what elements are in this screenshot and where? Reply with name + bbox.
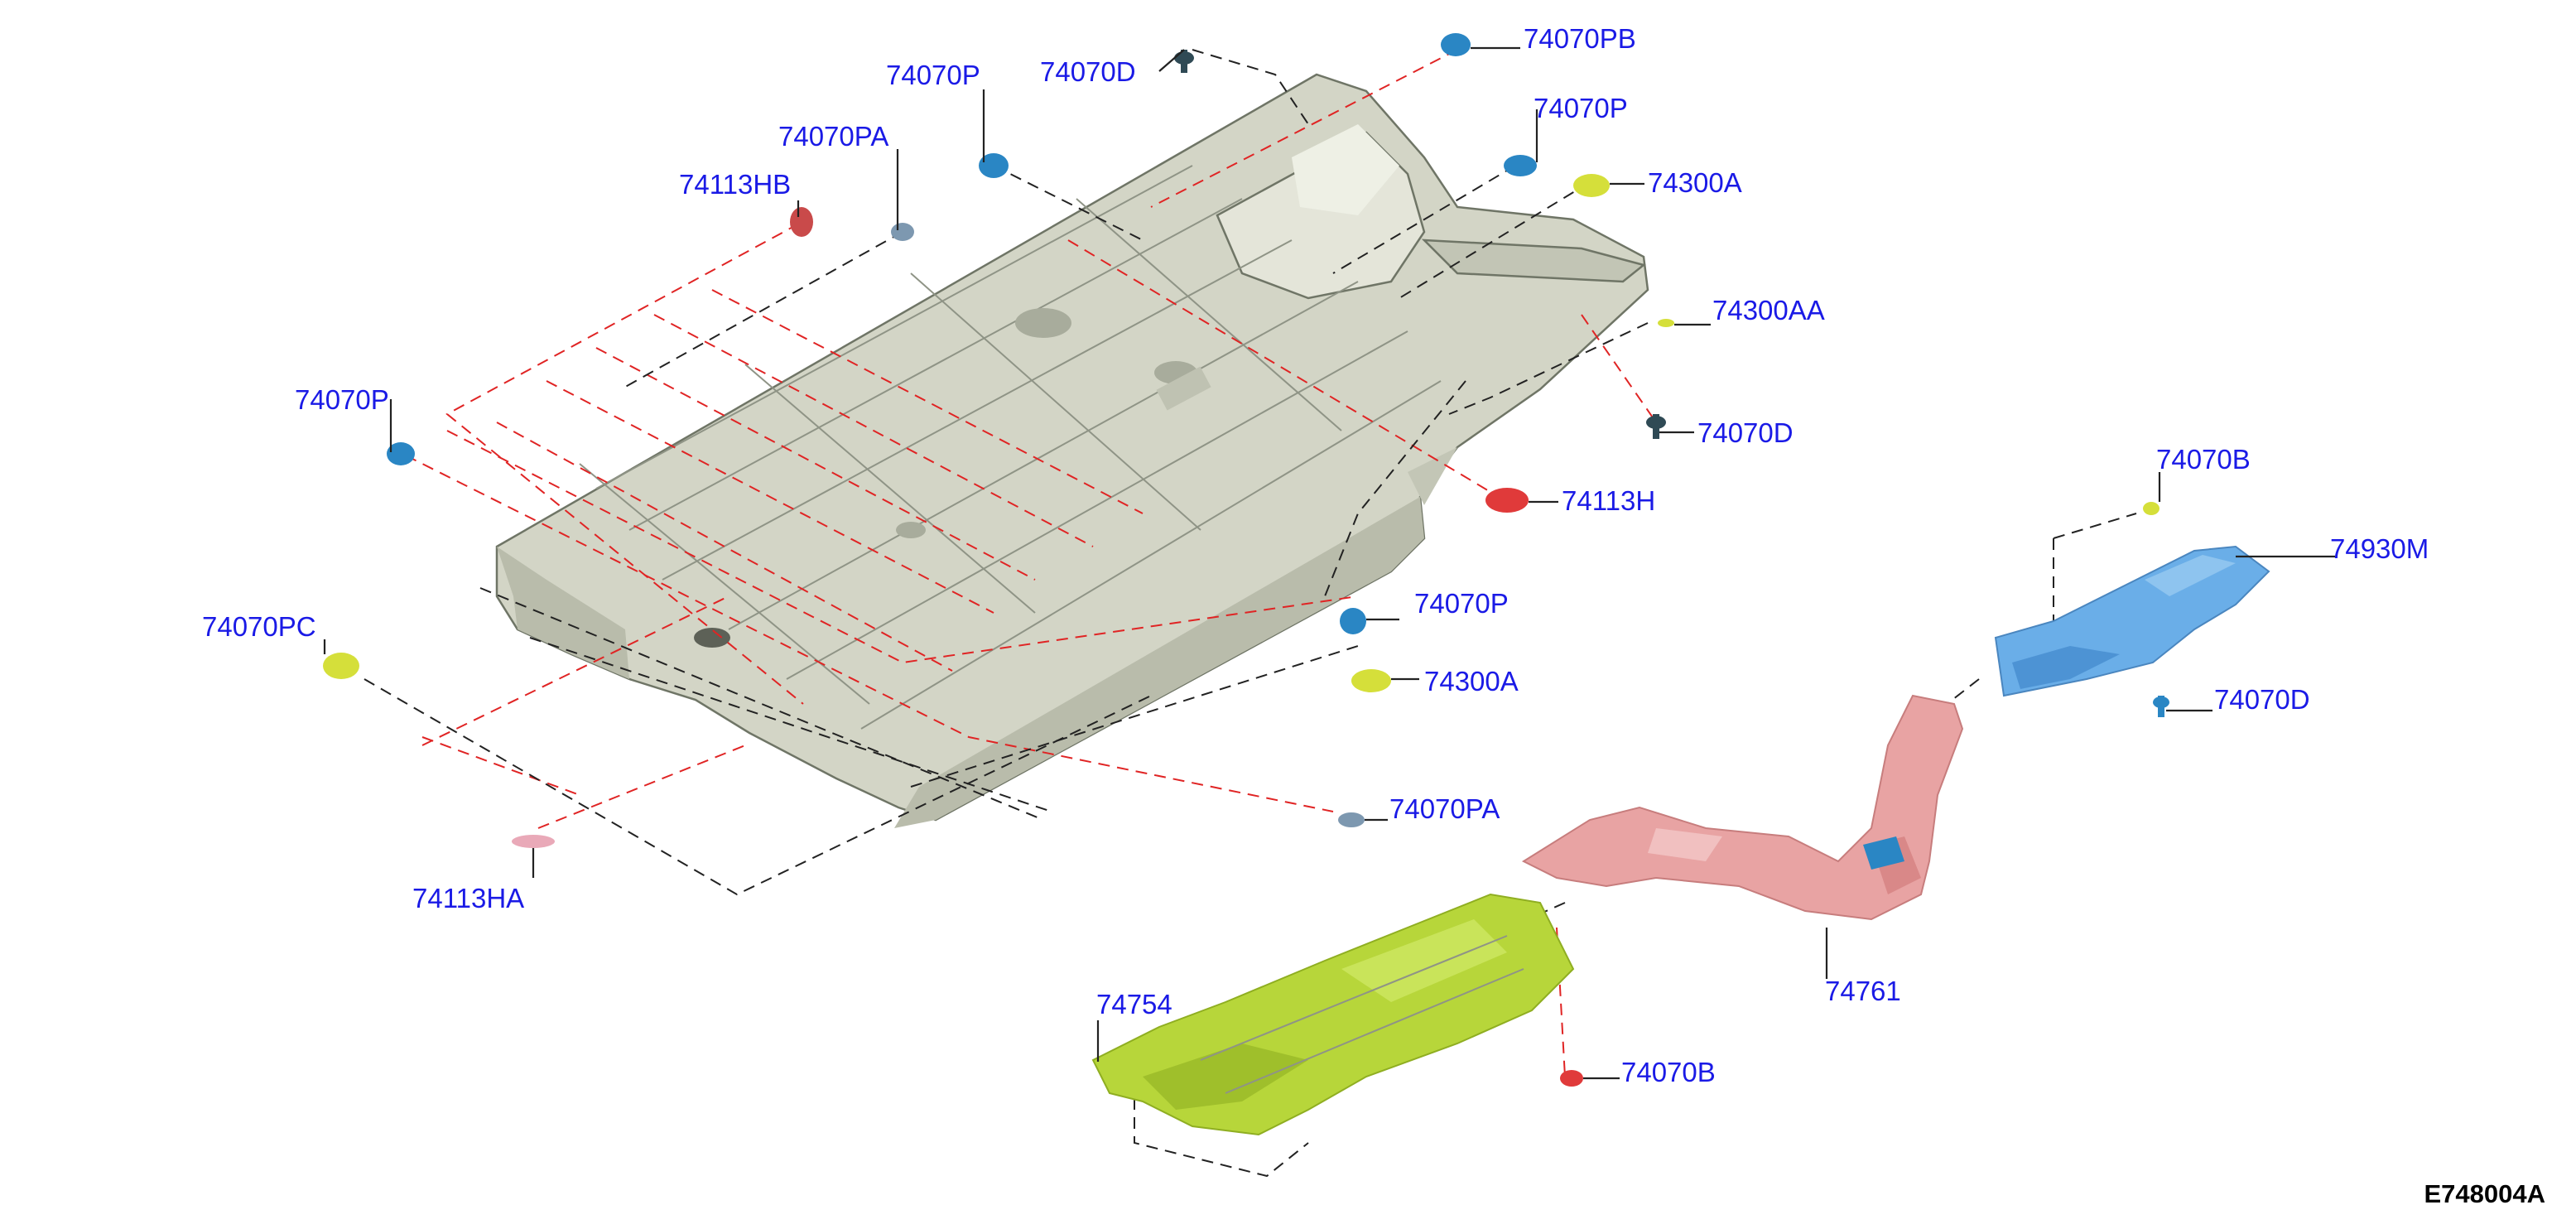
heat-shield-74761[interactable] (1521, 694, 1964, 921)
plug-74070PA-2[interactable] (1338, 812, 1365, 827)
diagram-reference-code: E748004A (2424, 1179, 2545, 1208)
fasteners (323, 33, 2169, 1087)
callout-74070PA-2[interactable]: 74070PA (1389, 793, 1500, 824)
callout-74070B-2[interactable]: 74070B (1621, 1057, 1716, 1087)
callout-74070D-mid[interactable]: 74070D (1697, 417, 1794, 448)
plug-74070P-1[interactable] (979, 153, 1009, 178)
callout-74070D-top[interactable]: 74070D (1040, 56, 1136, 87)
callout-74070PA-1[interactable]: 74070PA (778, 121, 888, 152)
plug-74113H[interactable] (1485, 488, 1529, 513)
callout-74300AA[interactable]: 74300AA (1712, 295, 1825, 325)
callout-74070P-4[interactable]: 74070P (1414, 588, 1509, 619)
plug-74113HA[interactable] (512, 835, 555, 848)
callout-74754[interactable]: 74754 (1096, 989, 1172, 1019)
callout-74070P-1[interactable]: 74070P (886, 60, 980, 90)
plug-74070P-2[interactable] (1504, 155, 1537, 176)
heat-shield-74754[interactable] (1091, 893, 1575, 1136)
callout-74070P-3[interactable]: 74070P (295, 384, 389, 415)
plug-74300AA[interactable] (1658, 319, 1674, 327)
callout-74070P-2[interactable]: 74070P (1534, 93, 1628, 123)
clip-74070D-top[interactable] (1174, 50, 1194, 73)
callout-74300A-2[interactable]: 74300A (1424, 666, 1519, 696)
callout-74300A-1[interactable]: 74300A (1648, 167, 1742, 198)
plug-74070PB[interactable] (1441, 33, 1471, 56)
clip-74070D-right[interactable] (2153, 696, 2169, 717)
plug-74070PA-1[interactable] (891, 223, 914, 241)
plug-74070P-4[interactable] (1340, 608, 1366, 634)
floor-panel (495, 73, 1649, 828)
leader-lines (323, 46, 2335, 1080)
plug-74070P-3[interactable] (387, 442, 415, 465)
plug-74300A-2[interactable] (1351, 669, 1391, 692)
plug-74113HB[interactable] (790, 207, 813, 237)
callout-74113HA[interactable]: 74113HA (412, 883, 524, 913)
plug-74070PC[interactable] (323, 653, 359, 679)
plug-74300A-1[interactable] (1573, 174, 1610, 197)
plug-74070B-1[interactable] (2143, 502, 2160, 515)
callout-74113H[interactable]: 74113H (1562, 485, 1655, 516)
callout-74070B-1[interactable]: 74070B (2156, 444, 2251, 475)
heat-shield-74930M[interactable] (1994, 545, 2270, 697)
assembly-lines (364, 49, 2137, 1178)
callout-74070PC[interactable]: 74070PC (202, 611, 316, 642)
callout-74070PB[interactable]: 74070PB (1524, 23, 1636, 54)
callouts: 74070PB 74070D 74070P 74070PA 74113HB 74… (202, 23, 2429, 1087)
callout-74930M[interactable]: 74930M (2330, 533, 2429, 564)
callout-74113HB[interactable]: 74113HB (679, 169, 791, 200)
clip-74070D-mid[interactable] (1646, 414, 1666, 439)
callout-74070D-right[interactable]: 74070D (2214, 684, 2310, 715)
plug-74070B-2[interactable] (1560, 1070, 1583, 1087)
callout-74761[interactable]: 74761 (1825, 976, 1901, 1006)
